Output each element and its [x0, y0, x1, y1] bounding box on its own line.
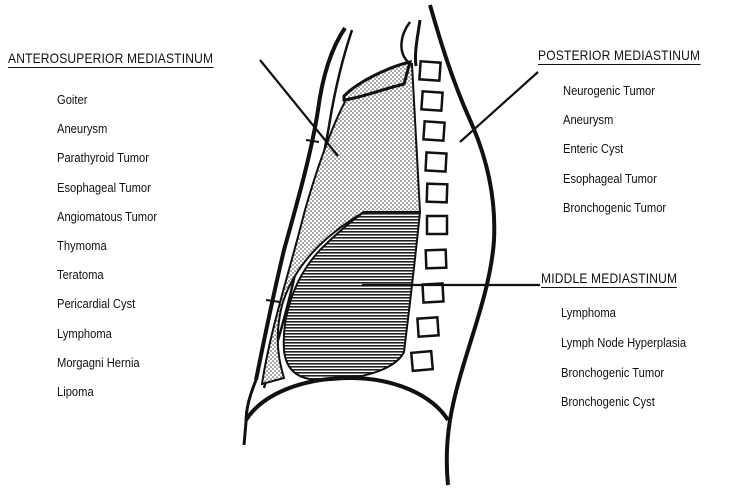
vertebra	[427, 184, 448, 203]
list-item: Parathyroid Tumor	[57, 150, 157, 179]
list-item: Lymphoma	[561, 305, 686, 335]
vertebra	[423, 283, 444, 302]
list-item: Neurogenic Tumor	[563, 83, 666, 112]
vertebra	[423, 121, 444, 140]
list-item: Lymph Node Hyperplasia	[561, 335, 686, 365]
list-item: Teratoma	[57, 267, 157, 296]
vertebra	[421, 91, 442, 110]
diaphragm	[246, 378, 448, 420]
list-item: Thymoma	[57, 238, 157, 267]
list-item: Enteric Cyst	[563, 141, 666, 170]
posterior-title: POSTERIOR MEDIASTINUM	[538, 47, 700, 65]
list-item: Aneurysm	[563, 112, 666, 141]
vertebra	[426, 250, 447, 269]
trachea-front	[401, 22, 410, 62]
vertebra	[419, 61, 440, 80]
posterior-heading: POSTERIOR MEDIASTINUM	[538, 47, 700, 65]
list-item: Lipoma	[57, 384, 157, 413]
sternum-joint-1	[306, 140, 319, 142]
list-item: Pericardial Cyst	[57, 296, 157, 325]
anterosuperior-title: ANTEROSUPERIOR MEDIASTINUM	[8, 50, 213, 68]
list-item: Esophageal Tumor	[563, 171, 666, 200]
middle-list: Lymphoma Lymph Node Hyperplasia Bronchog…	[561, 305, 706, 424]
list-item: Morgagni Hernia	[57, 355, 157, 384]
middle-heading: MIDDLE MEDIASTINUM	[541, 270, 677, 288]
vertebra	[417, 317, 438, 336]
list-item: Bronchogenic Tumor	[561, 365, 686, 395]
list-item: Bronchogenic Cyst	[561, 394, 686, 424]
vertebra	[427, 216, 447, 234]
posterior-list: Neurogenic Tumor Aneurysm Enteric Cyst E…	[563, 83, 683, 229]
list-item: Angiomatous Tumor	[57, 209, 157, 238]
trachea-back	[415, 20, 420, 66]
list-item: Goiter	[57, 92, 157, 121]
list-item: Bronchogenic Tumor	[563, 200, 666, 229]
list-item: Esophageal Tumor	[57, 180, 157, 209]
list-item: Aneurysm	[57, 121, 157, 150]
vertebra	[411, 351, 432, 371]
middle-title: MIDDLE MEDIASTINUM	[541, 270, 677, 288]
posterior-leader	[460, 72, 538, 142]
anterosuperior-heading: ANTEROSUPERIOR MEDIASTINUM	[8, 50, 213, 68]
vertebra	[426, 152, 447, 171]
anterosuperior-list: Goiter Aneurysm Parathyroid Tumor Esopha…	[57, 92, 173, 413]
list-item: Lymphoma	[57, 326, 157, 355]
sternum-joint-2	[266, 300, 280, 302]
